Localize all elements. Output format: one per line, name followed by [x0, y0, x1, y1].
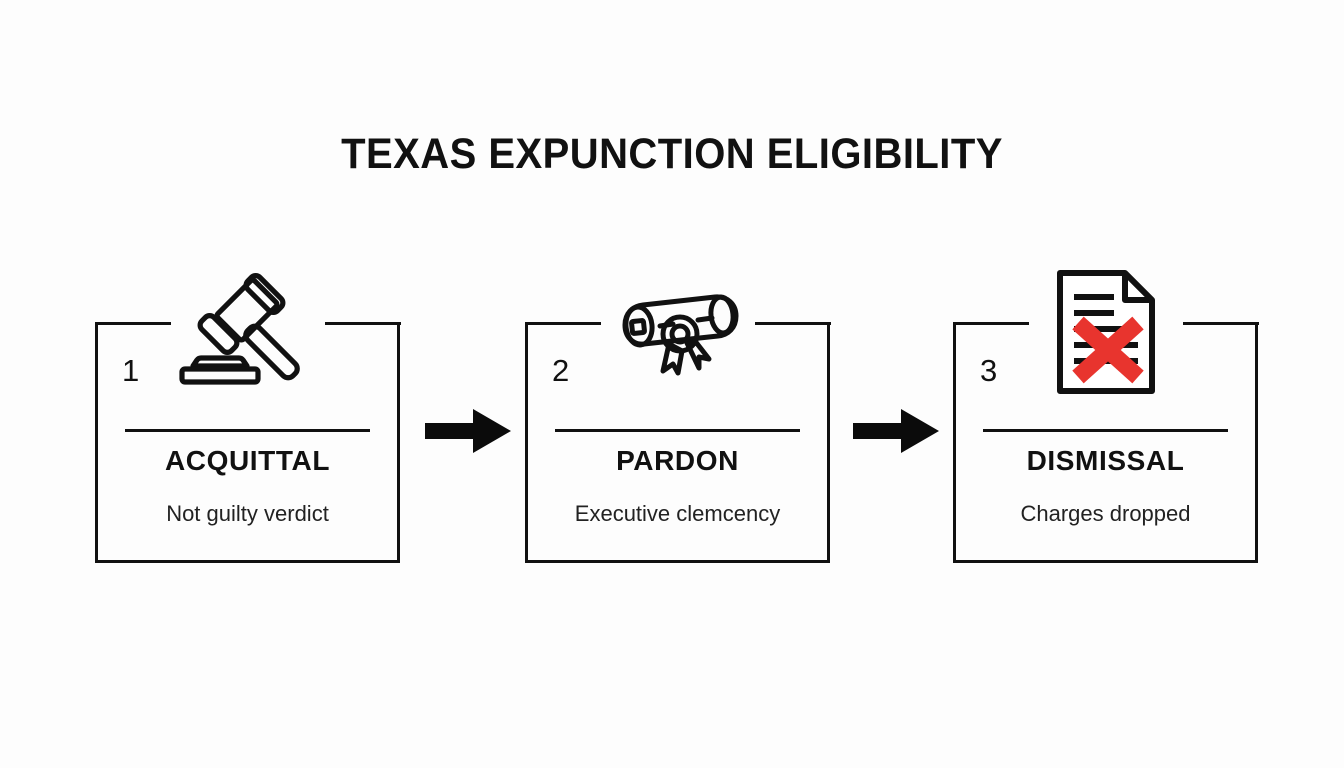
step-subtitle: Executive clemcency	[574, 501, 781, 526]
card-top-border-right	[754, 321, 831, 325]
arrow-right-icon	[853, 409, 939, 453]
card-divider	[983, 429, 1228, 432]
flow-step-card-2[interactable]: 2 PARDON Executive clemcency	[524, 294, 831, 563]
step-title: ACQUITTAL	[164, 445, 331, 476]
card-top-border-right	[1182, 321, 1259, 325]
card-top-border-left	[524, 321, 601, 325]
step-title: PARDON	[616, 445, 739, 476]
step-subtitle: Charges dropped	[1020, 501, 1191, 526]
step-number: 3	[980, 353, 998, 388]
document-rejected-icon	[1056, 270, 1155, 394]
card-divider	[555, 429, 800, 432]
flow-step-card-1[interactable]: 1 ACQUITTAL Not guilty verdict	[94, 273, 401, 563]
step-subtitle: Not guilty verdict	[166, 501, 329, 526]
flow-diagram: 1 ACQUITTAL Not guilty verdict	[0, 270, 1344, 565]
scroll-certificate-icon	[622, 294, 738, 376]
step-number: 1	[122, 353, 140, 388]
arrow-right-icon	[425, 409, 511, 453]
card-top-border-left	[94, 321, 171, 325]
card-top-border-left	[952, 321, 1029, 325]
card-top-border-right	[324, 321, 401, 325]
step-title: DISMISSAL	[1026, 445, 1185, 476]
step-number: 2	[552, 353, 570, 388]
flow-step-card-3[interactable]: 3 DISMISSAL Charges dropped	[952, 270, 1259, 563]
card-divider	[125, 429, 370, 432]
gavel-icon	[178, 273, 300, 385]
page-title: TEXAS EXPUNCTION ELIGIBILITY	[341, 130, 1003, 178]
